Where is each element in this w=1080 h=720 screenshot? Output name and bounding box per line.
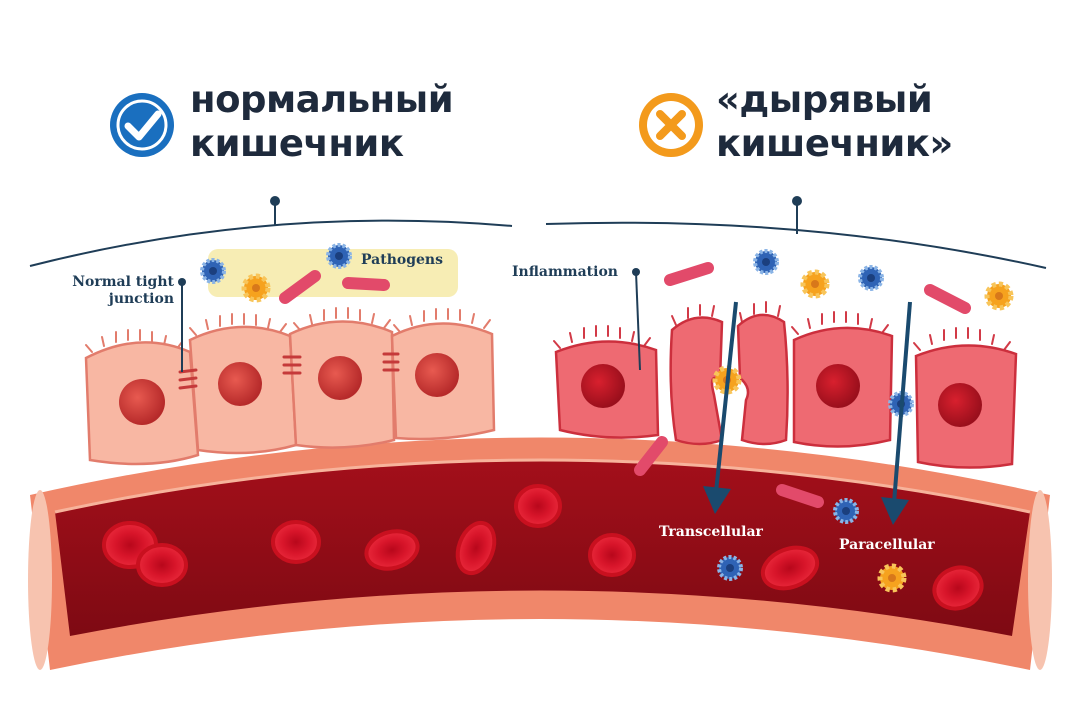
pointer-inflammation [632,268,641,371]
blood-vessel [28,437,1052,670]
label-inflammation: Inflammation [512,264,618,280]
leaky-epithelium [553,301,1018,469]
label-tight-junction-line2: junction [108,291,174,307]
title-normal: нормальный кишечник [190,78,454,166]
pathogens-highlight [208,249,458,297]
arrow-transcellular [703,301,738,514]
title-normal-line1: нормальный [190,78,454,121]
check-icon [110,93,174,157]
red-blood-cells [102,484,984,611]
label-pathogens: Pathogens [361,252,443,268]
bacteria [279,262,971,508]
label-paracellular: Paracellular [839,537,935,553]
label-transcellular: Transcellular [659,524,763,540]
label-tight-junction-line1: Normal tight [72,274,174,290]
pointer-tight-junction [178,278,186,372]
title-leaky: «дырявый кишечник» [716,78,953,166]
cross-icon [639,93,703,157]
title-leaky-line1: «дырявый [716,78,933,121]
title-leaky-line2: кишечник» [716,122,953,165]
blue-pathogens [200,243,914,581]
arrow-paracellular [881,301,912,525]
bracket-normal [29,196,513,267]
label-normal-tight-junction: Normal tight junction [52,274,174,308]
normal-epithelium [84,307,496,466]
bracket-leaky [545,196,1047,269]
title-normal-line2: кишечник [190,122,404,165]
